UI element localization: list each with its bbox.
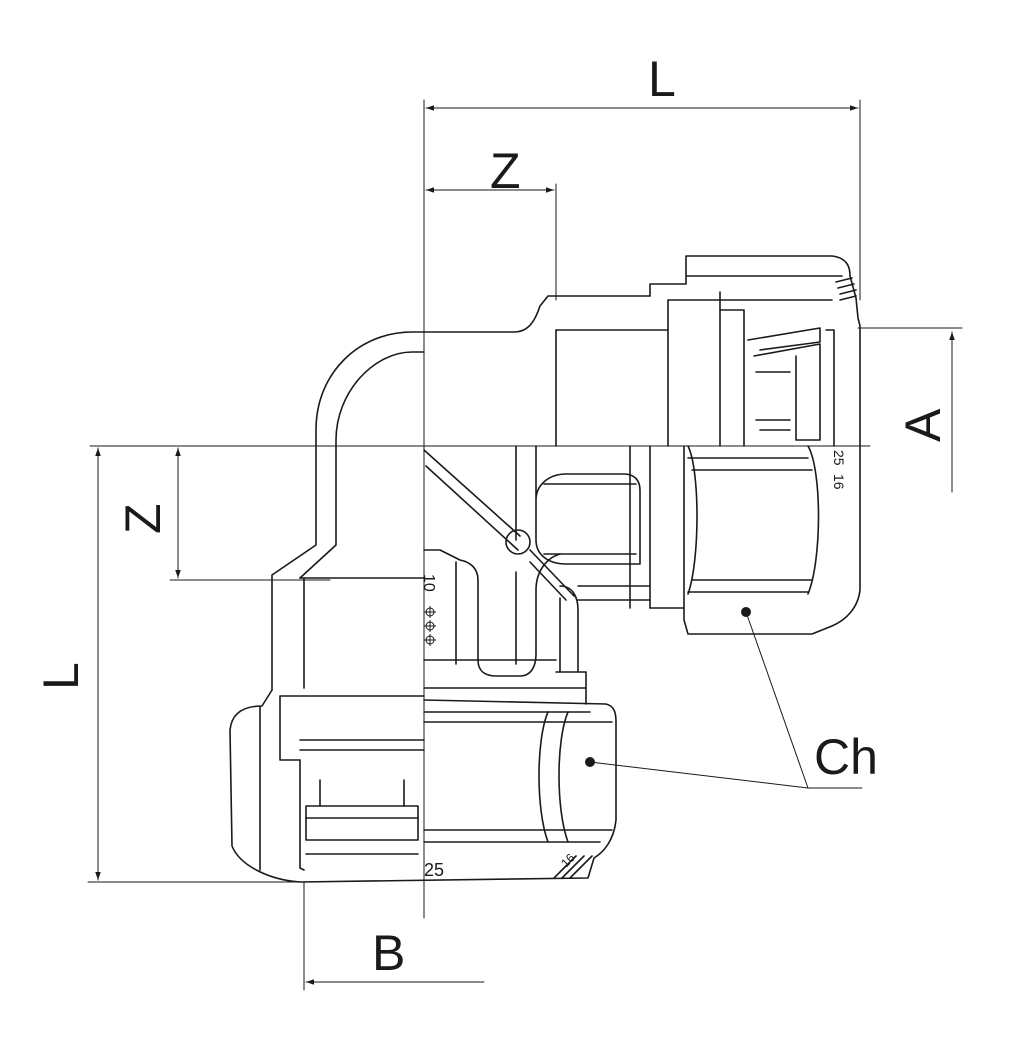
elbow-section (423, 445, 651, 677)
label-z-top: Z (490, 143, 521, 199)
label-length-left: L (33, 662, 89, 690)
elbow-body (271, 295, 669, 691)
marking-top-nut-size: 25 (831, 450, 847, 466)
label-z-left: Z (115, 503, 171, 534)
marking-top-pressure: 16 (831, 474, 847, 490)
dimension-lines (95, 105, 955, 985)
wrench-dot-top (741, 607, 751, 617)
label-wrench-ch: Ch (814, 729, 878, 785)
marking-bottom-nut-size: 25 (424, 860, 444, 880)
label-dim-a: A (895, 408, 951, 442)
wrench-leader-lines (589, 611, 863, 789)
label-length-top: L (648, 51, 676, 107)
label-dim-b: B (372, 925, 405, 981)
marking-body-dots (424, 606, 436, 646)
marking-body: 10 (420, 574, 437, 592)
wrench-dot-bottom (585, 757, 595, 767)
marking-bottom-pressure: 16 (558, 851, 578, 871)
bottom-nut (229, 671, 617, 883)
top-nut (629, 255, 861, 635)
center-lines (87, 99, 963, 991)
